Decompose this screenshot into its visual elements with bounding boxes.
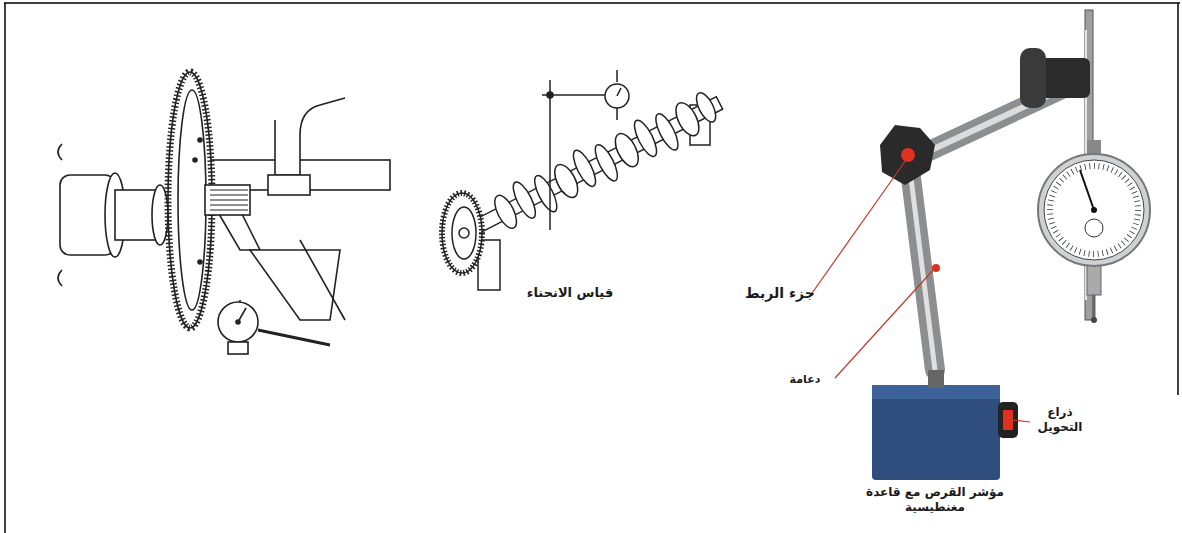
part-label: جزء الربط [745,285,815,303]
part-label: مؤشر القرص مع قاعدة مغنطيسية [860,485,1010,515]
dial-indicator-drawing [810,10,1150,480]
part-label: ذراع التحويل [1030,405,1090,435]
camshaft-drawing [442,70,729,290]
part-label: دعامة [770,373,840,387]
frame [4,3,1180,533]
flywheel-drawing [58,72,390,354]
part-label: قياس الانحناء [505,285,635,301]
